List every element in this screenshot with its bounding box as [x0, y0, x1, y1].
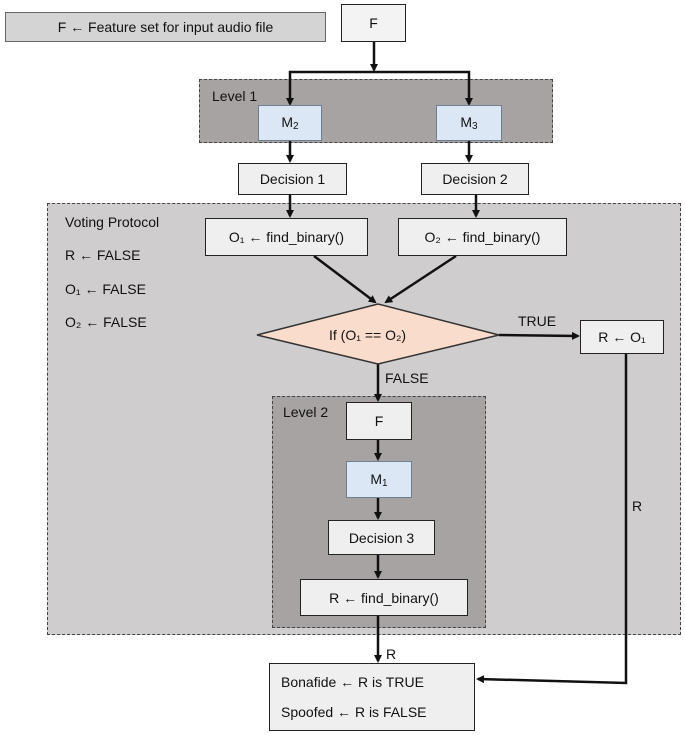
init-o1: O₁ ← FALSE: [65, 281, 146, 297]
edge-split-m3: [374, 70, 473, 106]
legend-text: F ← Feature set for input audio file: [57, 19, 274, 35]
input-feature-label: F: [369, 15, 378, 31]
result-find-binary-node: R ← find_binary(): [300, 579, 468, 616]
edge-true: [498, 331, 580, 340]
o1-find-binary-label: O₁ ← find_binary(): [228, 229, 345, 245]
r-edge-label: R: [632, 498, 643, 514]
o1-find-binary-node: O₁ ← find_binary(): [205, 218, 368, 256]
o2-find-binary-label: O₂ ← find_binary(): [424, 229, 541, 245]
output-node: Bonafide ← R is TRUE Spoofed ← R is FALS…: [269, 663, 475, 731]
model-m2-label: M2: [281, 114, 299, 132]
decision2-node: Decision 2: [421, 163, 529, 195]
edge-r-output: [476, 354, 628, 685]
legend-box: F ← Feature set for input audio file: [5, 12, 326, 42]
level2-input-label: F: [374, 413, 384, 429]
decision2-label: Decision 2: [442, 171, 508, 187]
level2-input-node: F: [346, 402, 412, 440]
input-feature-node: F: [341, 4, 406, 42]
edge-split-m2: [286, 70, 374, 106]
level2-title: Level 2: [283, 404, 329, 420]
model-m2-node: M2: [258, 105, 322, 141]
model-m1-node: M1: [346, 461, 412, 498]
condition-diamond: [256, 303, 500, 365]
init-r: R ← FALSE: [65, 247, 141, 263]
condition-label: If (O₁ == O₂): [329, 327, 407, 343]
r-assign-node: R ← O₁: [580, 320, 664, 354]
decision1-node: Decision 1: [238, 163, 347, 195]
init-o2: O₂ ← FALSE: [65, 314, 147, 330]
model-m3-label: M3: [460, 114, 478, 132]
false-label: FALSE: [385, 370, 429, 386]
output-bonafide-label: Bonafide ← R is TRUE: [281, 674, 424, 690]
output-spoofed-label: Spoofed ← R is FALSE: [281, 704, 427, 720]
voting-title: Voting Protocol: [65, 214, 160, 230]
decision3-node: Decision 3: [328, 520, 435, 555]
level1-title: Level 1: [212, 88, 258, 104]
model-m3-node: M3: [436, 105, 502, 141]
model-m1-label: M1: [370, 470, 388, 489]
r-assign-label: R ← O₁: [598, 329, 646, 345]
edge-o2-diamond: [384, 254, 457, 304]
decision1-label: Decision 1: [259, 171, 326, 187]
true-label: TRUE: [518, 313, 557, 329]
o2-find-binary-node: O₂ ← find_binary(): [398, 218, 567, 256]
edge-o1-diamond: [313, 255, 377, 304]
decision3-label: Decision 3: [348, 529, 415, 546]
result-find-binary-label: R ← find_binary(): [329, 589, 439, 606]
final-edge-label: R: [386, 646, 397, 662]
